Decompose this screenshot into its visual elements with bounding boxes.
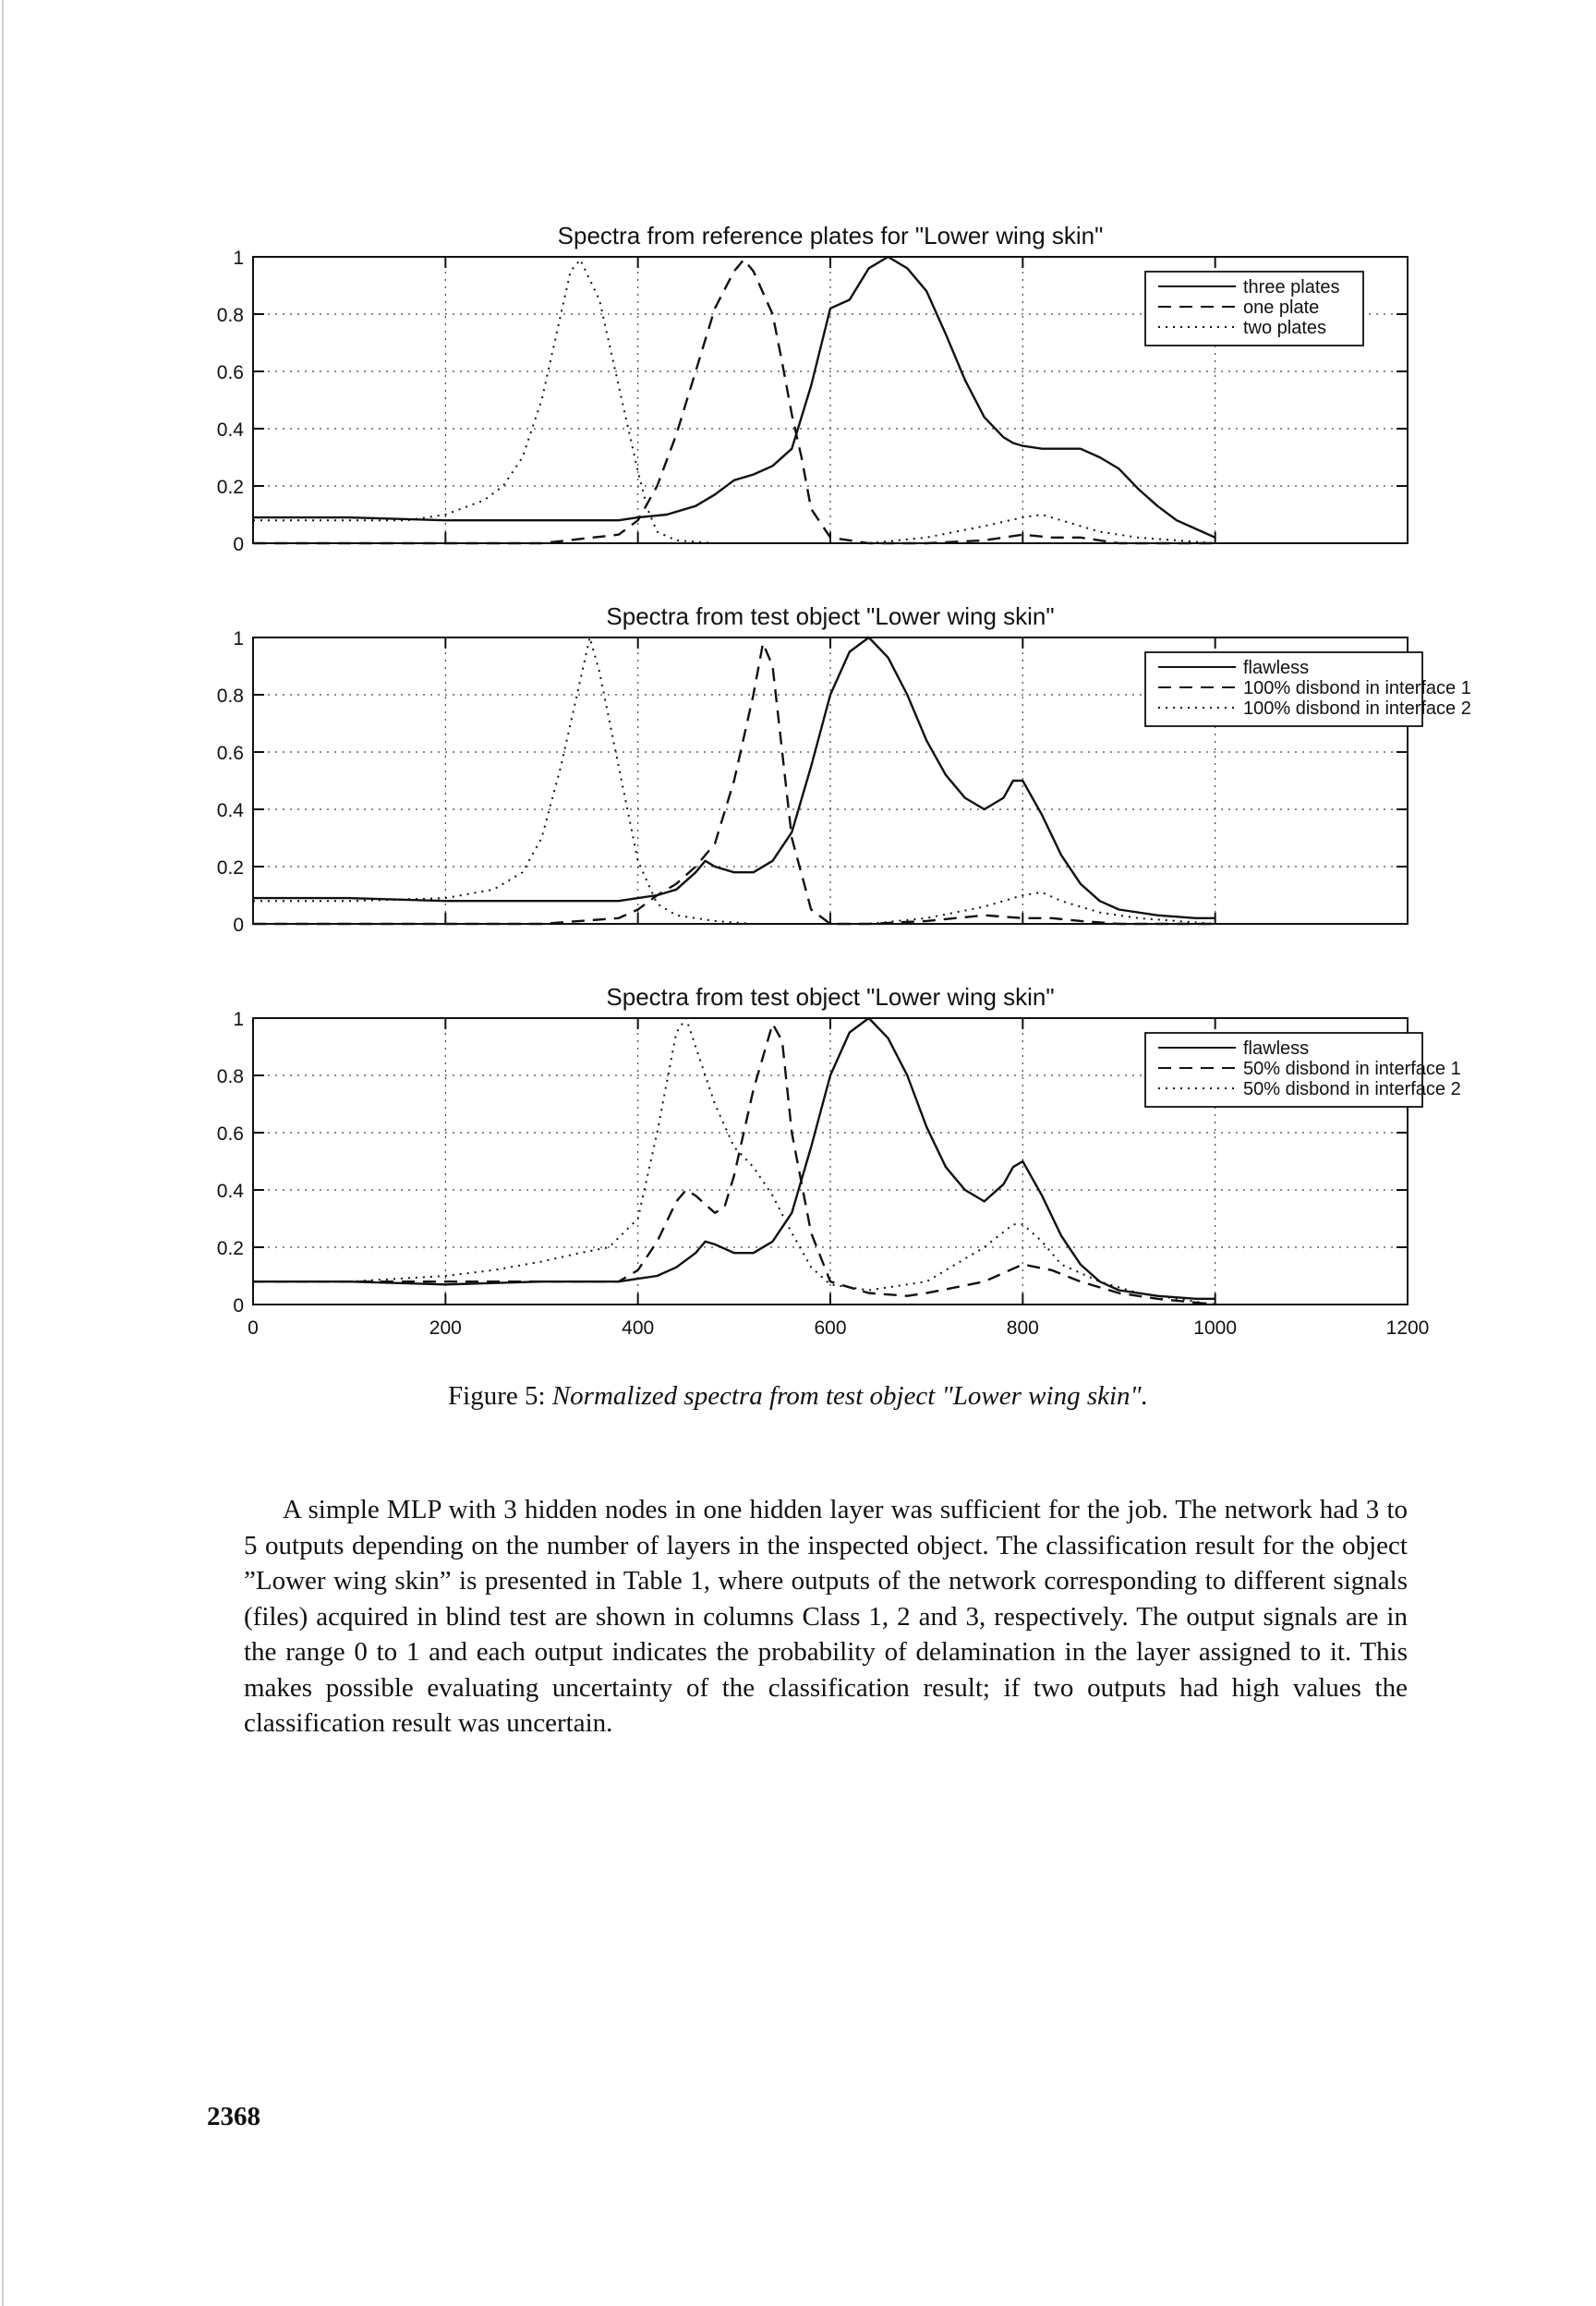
- series-line-1: [253, 1016, 1215, 1301]
- legend-label: flawless: [1243, 1038, 1309, 1059]
- series-line-2: [253, 258, 1215, 545]
- y-tick-label: 0.8: [217, 305, 244, 326]
- chart-3: Spectra from test object "Lower wing ski…: [217, 983, 1461, 1339]
- x-tick-label: 0: [248, 1317, 259, 1339]
- y-tick-label: 0: [233, 915, 244, 936]
- y-tick-label: 0.2: [217, 1238, 244, 1259]
- series-line-3: [253, 637, 1215, 925]
- x-tick-label: 1200: [1386, 1317, 1430, 1339]
- y-tick-label: 1: [233, 248, 244, 269]
- x-tick-label: 600: [814, 1317, 846, 1339]
- chart-title: Spectra from test object "Lower wing ski…: [606, 983, 1054, 1011]
- page-number: 2368: [207, 2102, 260, 2131]
- chart-title: Spectra from test object "Lower wing ski…: [606, 602, 1054, 630]
- y-tick-label: 0.4: [217, 800, 245, 821]
- y-tick-label: 0.4: [217, 1181, 245, 1202]
- legend-label: 50% disbond in interface 2: [1243, 1079, 1461, 1099]
- figure-5-spectra: Spectra from reference plates for "Lower…: [217, 222, 1471, 1339]
- series-line-3: [253, 259, 1215, 544]
- body-paragraph: A simple MLP with 3 hidden nodes in one …: [244, 1495, 1408, 1738]
- chart-1: Spectra from reference plates for "Lower…: [217, 222, 1409, 555]
- legend-label: two plates: [1243, 318, 1326, 338]
- legend-box: [1144, 1032, 1423, 1108]
- y-tick-label: 0.8: [217, 1066, 244, 1087]
- x-tick-label: 800: [1007, 1317, 1039, 1339]
- y-tick-label: 0.6: [217, 362, 244, 383]
- y-tick-label: 0.8: [217, 686, 244, 707]
- legend-box: [1144, 651, 1423, 727]
- y-tick-label: 0: [233, 1295, 244, 1317]
- legend-label: one plate: [1243, 297, 1319, 318]
- legend-label: 100% disbond in interface 1: [1243, 678, 1471, 698]
- x-tick-label: 400: [622, 1317, 654, 1339]
- chart-2: Spectra from test object "Lower wing ski…: [217, 602, 1471, 936]
- caption-label: Figure 5:: [448, 1381, 546, 1411]
- legend-box: [1144, 271, 1364, 346]
- y-tick-label: 1: [233, 1009, 244, 1030]
- series-line-3: [253, 1017, 1215, 1305]
- series-line-1: [253, 636, 1215, 919]
- caption-text: Normalized spectra from test object "Low…: [551, 1381, 1148, 1411]
- series-line-2: [253, 642, 1215, 926]
- chart-title: Spectra from reference plates for "Lower…: [558, 222, 1104, 249]
- y-tick-label: 0.2: [217, 857, 244, 879]
- y-tick-label: 0.6: [217, 1123, 244, 1145]
- legend-label: three plates: [1243, 277, 1340, 297]
- y-tick-label: 0.4: [217, 419, 245, 441]
- series-line-1: [253, 255, 1216, 539]
- scan-edge-line: [2, 0, 4, 2306]
- y-tick-label: 0: [233, 534, 244, 555]
- legend-label: 100% disbond in interface 2: [1243, 698, 1471, 719]
- y-tick-label: 0.2: [217, 477, 244, 498]
- x-tick-label: 1000: [1193, 1317, 1237, 1339]
- y-tick-label: 1: [233, 628, 244, 649]
- legend-label: 50% disbond in interface 1: [1243, 1059, 1461, 1079]
- series-line-2: [253, 1023, 1215, 1306]
- x-tick-label: 200: [429, 1317, 462, 1339]
- legend-label: flawless: [1243, 658, 1309, 678]
- y-tick-label: 0.6: [217, 743, 244, 764]
- figure-caption: Figure 5: Normalized spectra from test o…: [0, 1381, 1596, 1412]
